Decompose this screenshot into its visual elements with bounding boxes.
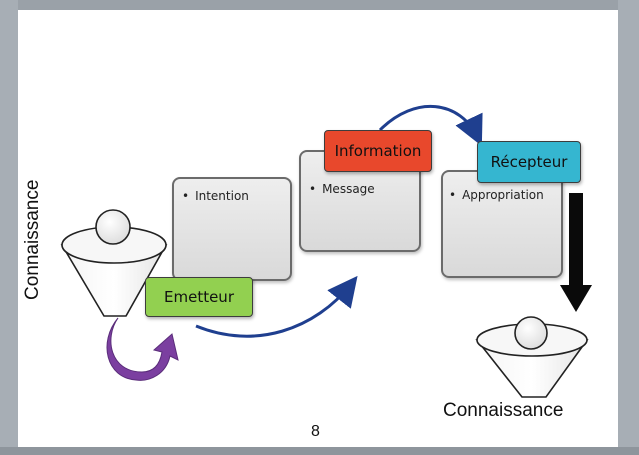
right-slide-edge — [618, 0, 639, 455]
connaissance-left-label: Connaissance — [22, 179, 43, 300]
blue-arrow-upper — [378, 105, 483, 147]
ball-right — [514, 316, 548, 350]
panel-intention: •Intention — [172, 177, 292, 281]
bullet-message: •Message — [309, 182, 375, 196]
panel-appropriation: •Appropriation — [441, 170, 563, 278]
connaissance-right-label: Connaissance — [443, 400, 564, 421]
tag-information: Information — [324, 130, 432, 172]
bottom-strip — [0, 447, 639, 455]
tag-information-label: Information — [334, 142, 422, 160]
tag-recepteur: Récepteur — [477, 141, 581, 183]
panel-message: •Message — [299, 150, 421, 252]
tag-recepteur-label: Récepteur — [490, 153, 568, 171]
ball-left — [95, 209, 131, 245]
tag-emetteur: Emetteur — [145, 277, 253, 317]
black-down-arrow — [560, 193, 592, 312]
funnel-left — [60, 209, 168, 317]
tag-emetteur-label: Emetteur — [164, 288, 234, 306]
page-number: 8 — [311, 423, 320, 440]
bullet-intention: •Intention — [182, 189, 249, 203]
blue-arrow-lower — [195, 275, 358, 338]
purple-curved-arrow — [106, 317, 179, 381]
bullet-appropriation: •Appropriation — [449, 188, 544, 202]
funnel-right — [475, 316, 589, 398]
left-slide-edge — [0, 0, 18, 455]
